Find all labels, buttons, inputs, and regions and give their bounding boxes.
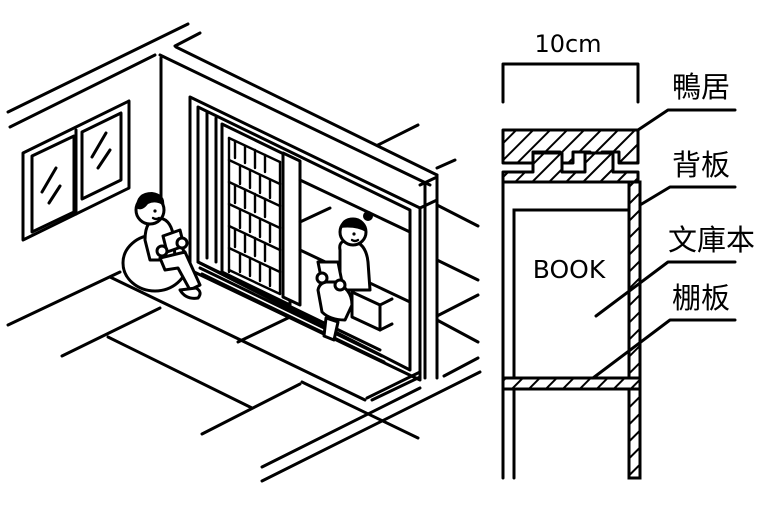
ceiling-lines <box>6 22 439 212</box>
exterior-lines <box>376 123 480 378</box>
leader-lines <box>591 108 737 380</box>
callout-backboard: 背板 <box>672 148 731 182</box>
section-diagram: BOOK 10cm <box>501 30 737 480</box>
floor-lines <box>6 270 482 483</box>
dimension-label: 10cm <box>534 30 601 58</box>
callout-bunkobon: 文庫本 <box>668 223 756 257</box>
bunkobon-book <box>512 208 631 380</box>
room-illustration <box>6 22 482 483</box>
callout-kamoi: 鴨居 <box>672 70 731 104</box>
girl-reading-figure <box>315 211 373 342</box>
book-label: BOOK <box>533 255 606 284</box>
callout-shelf: 棚板 <box>672 281 731 315</box>
kamoi-section <box>501 128 640 184</box>
boy-reading-figure <box>121 192 202 300</box>
window <box>21 99 131 242</box>
backboard-section <box>627 180 642 480</box>
sliding-bookshelf <box>220 122 302 307</box>
dimension-bracket <box>501 62 640 104</box>
reading-nook <box>298 178 412 332</box>
shelf-board-section <box>501 376 642 391</box>
